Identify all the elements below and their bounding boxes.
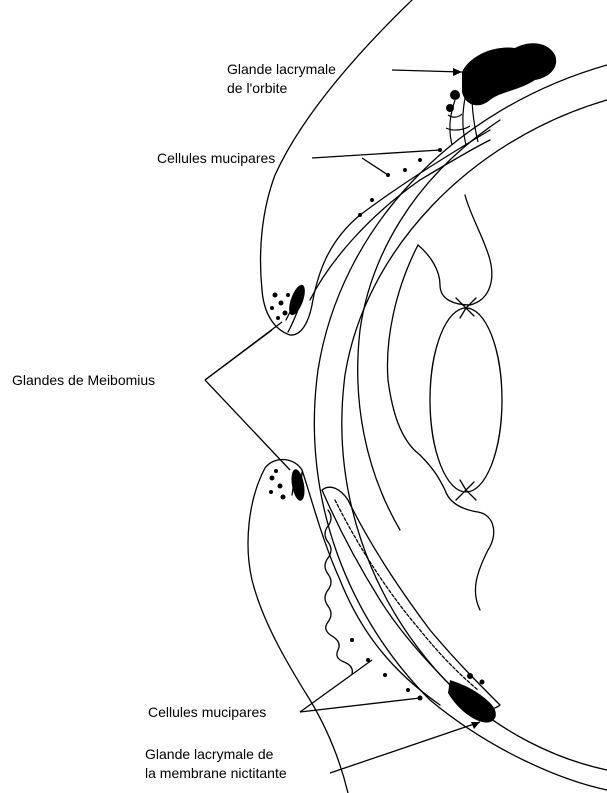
leader-mucous-lower-b: [300, 698, 420, 712]
leader-lacrimal-orbit: [392, 70, 462, 72]
ciliary-upper: [456, 298, 476, 318]
label-meibomian-glands: Glandes de Meibomius: [12, 372, 155, 389]
third-eyelid-cartilage: [335, 500, 478, 690]
label-third-eyelid-gland-line2: la membrane nictitante: [145, 765, 287, 782]
label-third-eyelid-gland-line1: Glande lacrymale de: [145, 746, 273, 763]
orbital-lacrimal-gland: [446, 43, 556, 112]
mucous-cells: [350, 148, 442, 701]
iris-upper: [418, 195, 492, 305]
cornea-inner: [342, 100, 607, 770]
label-mucous-cells-upper: Cellules mucipares: [157, 150, 275, 167]
anterior-chamber: [387, 245, 420, 455]
leader-mucous-upper-b: [362, 158, 388, 175]
arrowhead-third-gland: [471, 722, 480, 729]
arrowhead-lacrimal: [453, 68, 462, 76]
leader-lines: [205, 70, 480, 773]
third-eyelid: [322, 487, 500, 709]
iris-lower: [420, 455, 494, 610]
lens: [430, 308, 502, 492]
upper-fornix: [310, 140, 490, 300]
label-lacrimal-orbit-line2: de l'orbite: [227, 80, 287, 97]
third-eyelid-wavy: [325, 510, 352, 674]
meibomian-gland-lower: [269, 468, 307, 502]
leader-mucous-lower-a: [300, 660, 372, 712]
third-eyelid-gland: [448, 673, 496, 723]
leader-third-eyelid-gland: [330, 722, 480, 773]
label-lacrimal-orbit-line1: Glande lacrymale: [227, 61, 336, 78]
lower-eyelid: [248, 460, 440, 793]
arrowheads: [453, 68, 480, 729]
leader-meibomian-upper-b: [205, 330, 272, 380]
sclera-line: [358, 120, 500, 530]
leader-meibomian-lower: [205, 380, 290, 470]
cornea-outer: [314, 65, 607, 790]
label-mucous-cells-lower: Cellules mucipares: [148, 704, 266, 721]
leader-mucous-upper-a: [312, 150, 440, 158]
